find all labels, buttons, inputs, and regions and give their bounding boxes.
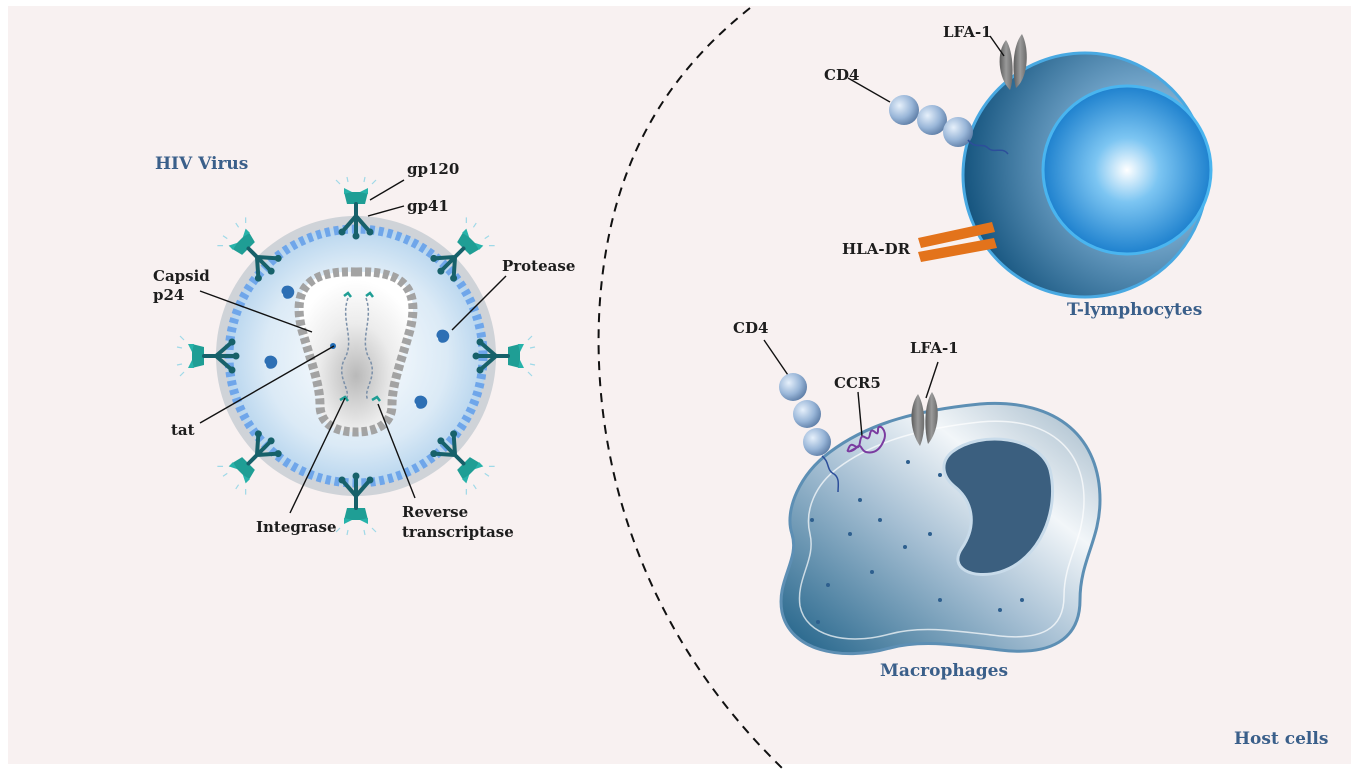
macrophage-lfa1-receptor bbox=[911, 392, 938, 446]
t-cell-lfa1-label: LFA-1 bbox=[943, 23, 992, 41]
separator-dashed-line bbox=[597, 7, 783, 769]
capsid-core bbox=[294, 267, 418, 437]
hiv-virus bbox=[175, 175, 537, 537]
protease-molecules bbox=[264, 285, 450, 409]
t-cell-cd4-label: CD4 bbox=[824, 66, 859, 84]
t-lymphocyte-cell bbox=[847, 34, 1213, 299]
gp41-label: gp41 bbox=[407, 197, 449, 215]
t-cell-nucleus bbox=[1041, 84, 1213, 256]
transcriptase-label: transcriptase bbox=[402, 523, 514, 541]
p24-label: p24 bbox=[153, 286, 184, 304]
macrophage-ccr5-receptor bbox=[846, 425, 886, 454]
macrophages-title: Macrophages bbox=[880, 661, 1008, 681]
protease-label: Protease bbox=[502, 257, 575, 275]
t-cell-hla-dr-receptor bbox=[918, 222, 997, 262]
t-lymphocytes-title: T-lymphocytes bbox=[1067, 300, 1202, 320]
integrase-label: Integrase bbox=[256, 518, 337, 536]
gp120-label: gp120 bbox=[407, 160, 459, 178]
macrophage-inner-membrane bbox=[798, 420, 1085, 640]
tat-label: tat bbox=[171, 421, 195, 439]
macrophage-cd4-label: CD4 bbox=[733, 319, 768, 337]
t-cell-cd4-receptor bbox=[889, 95, 1009, 155]
host-cells-label: Host cells bbox=[1234, 729, 1328, 749]
capsid-label: Capsid bbox=[153, 267, 210, 285]
macrophage-nucleus bbox=[942, 437, 1055, 576]
ccr5-label: CCR5 bbox=[834, 374, 881, 392]
t-cell-lfa1-receptor bbox=[999, 34, 1027, 90]
macrophage-cell bbox=[763, 339, 1102, 656]
reverse-label: Reverse bbox=[402, 503, 468, 521]
hla-dr-label: HLA-DR bbox=[842, 240, 911, 258]
hiv-virus-title: HIV Virus bbox=[155, 154, 248, 174]
macrophage-lfa1-label: LFA-1 bbox=[910, 339, 959, 357]
macrophage-cd4-receptor bbox=[779, 373, 840, 493]
macrophage-granules bbox=[810, 460, 1024, 624]
